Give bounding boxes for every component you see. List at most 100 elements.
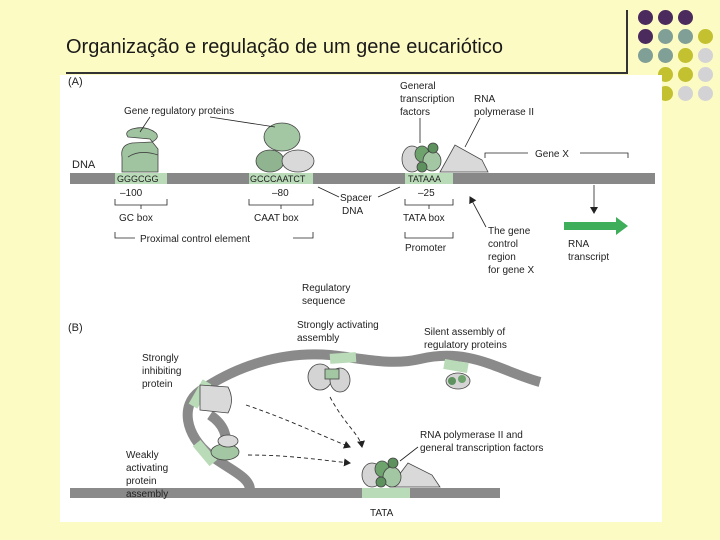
gc-sequence: GGGCGG [117, 174, 159, 184]
silent-site [443, 358, 469, 374]
rna-transcript-arrow [564, 217, 628, 235]
general-transcription-complex [401, 142, 489, 173]
tata-box-label: TATA box [403, 213, 445, 224]
tata-sequence: TATAAA [408, 174, 441, 184]
inhibition-arrow [245, 404, 351, 449]
proximal-label-bg [135, 231, 293, 245]
panel-a: (A) DNA GGGCGG GCCCAATCT TATAAA –100 –80… [68, 76, 655, 276]
rna-pol-gtf-line1: RNA polymerase II and [420, 430, 523, 441]
decor-dot [678, 48, 693, 63]
activating-site [329, 352, 357, 364]
slide-title: Organização e regulação de um gene eucar… [66, 36, 503, 58]
caat-box-protein [255, 122, 315, 173]
caat-box-label: CAAT box [254, 213, 299, 224]
panel-b-label: (B) [68, 322, 83, 334]
weak-activation-arrow [247, 454, 351, 467]
inhibiting-line2: inhibiting [142, 366, 181, 377]
rna-transcript-line2: transcript [568, 252, 609, 263]
decor-dot [698, 29, 713, 44]
control-region-arrow [469, 196, 487, 228]
pointer-line [139, 116, 151, 133]
control-region-line1: The gene [488, 226, 531, 237]
strong-activating-line2: assembly [297, 333, 339, 344]
gc-box-bracket [114, 199, 168, 209]
general-tf-label-line3: factors [400, 107, 430, 118]
regulatory-sequence-line1: Regulatory [302, 283, 350, 294]
gene-regulatory-proteins-label: Gene regulatory proteins [124, 106, 234, 117]
pointer-line [464, 117, 481, 148]
decor-dot [638, 29, 653, 44]
decor-dot [678, 10, 693, 25]
decor-dot [658, 29, 673, 44]
gc-box-region [115, 173, 167, 184]
weak-activating-line1: Weakly [126, 450, 159, 461]
caat-sequence: GCCCAATCT [250, 174, 306, 184]
inhibiting-line1: Strongly [142, 353, 179, 364]
activation-arrow [329, 396, 365, 448]
weak-site [192, 439, 218, 467]
tata-box-bracket [404, 199, 454, 209]
control-region-line2: control [488, 239, 518, 250]
gene-x-label: Gene X [535, 149, 569, 160]
strongly-inhibiting-protein [199, 384, 232, 414]
panel-a-label: (A) [68, 76, 83, 88]
dna-label: DNA [72, 159, 96, 171]
control-region-line3: region [488, 252, 516, 263]
rna-transcript-line1: RNA [568, 239, 589, 250]
decor-dot [638, 10, 653, 25]
decor-dot [678, 67, 693, 82]
gc-box-protein [121, 127, 159, 173]
silent-assembly [445, 372, 471, 390]
title-divider-vertical [626, 10, 628, 74]
silent-assembly-line1: Silent assembly of [424, 327, 505, 338]
position-minus-25: –25 [418, 188, 435, 199]
panel-b: (B) [68, 283, 543, 519]
general-tf-label-line1: General [400, 81, 436, 92]
dna-strand [70, 173, 655, 184]
weak-activating-line4: assembly [126, 489, 168, 500]
caat-box-bracket [248, 199, 314, 209]
pointer-line [377, 186, 401, 198]
spacer-label-line1: Spacer [340, 193, 372, 204]
proximal-control-label: Proximal control element [140, 234, 250, 245]
decor-dot [658, 10, 673, 25]
control-region-line4: for gene X [488, 265, 534, 276]
gene-diagram-svg: (A) DNA GGGCGG GCCCAATCT TATAAA –100 –80… [68, 76, 655, 519]
weak-activating-line3: protein [126, 476, 157, 487]
decor-dot [698, 67, 713, 82]
tata-label-b: TATA [370, 508, 394, 519]
decor-dot [658, 48, 673, 63]
general-tf-label-line2: transcription [400, 94, 454, 105]
bottom-dna-strand [70, 488, 500, 498]
pointer-line [399, 446, 419, 462]
decor-dot [678, 86, 693, 101]
rna-pol-gtf-line2: general transcription factors [420, 443, 543, 454]
weakly-activating-assembly [210, 434, 240, 461]
position-minus-80: –80 [272, 188, 289, 199]
decor-dot [698, 48, 713, 63]
gc-box-label: GC box [119, 213, 153, 224]
strong-activating-line1: Strongly activating [297, 320, 379, 331]
rna-pol-label-line2: polymerase II [474, 107, 534, 118]
title-underline [66, 72, 628, 74]
tata-region-b [362, 488, 410, 498]
weak-activating-line2: activating [126, 463, 168, 474]
caat-box-region [249, 173, 313, 184]
gene-diagram-figure: (A) DNA GGGCGG GCCCAATCT TATAAA –100 –80… [60, 75, 662, 522]
decor-dot [678, 29, 693, 44]
tata-box-region [405, 173, 453, 184]
strongly-activating-assembly [307, 363, 351, 393]
rna-pol-ii-complex [361, 457, 441, 488]
decor-dot [698, 86, 713, 101]
position-minus-100: –100 [120, 188, 143, 199]
inhibiting-line3: protein [142, 379, 173, 390]
rna-pol-label-line1: RNA [474, 94, 495, 105]
pointer-line [209, 116, 276, 128]
regulatory-sequence-line2: sequence [302, 296, 346, 307]
spacer-label-line2: DNA [342, 206, 363, 217]
silent-assembly-line2: regulatory proteins [424, 340, 507, 351]
promoter-label: Promoter [405, 243, 447, 254]
decor-dot [638, 48, 653, 63]
pointer-line [317, 186, 340, 198]
promoter-bracket [404, 232, 454, 239]
